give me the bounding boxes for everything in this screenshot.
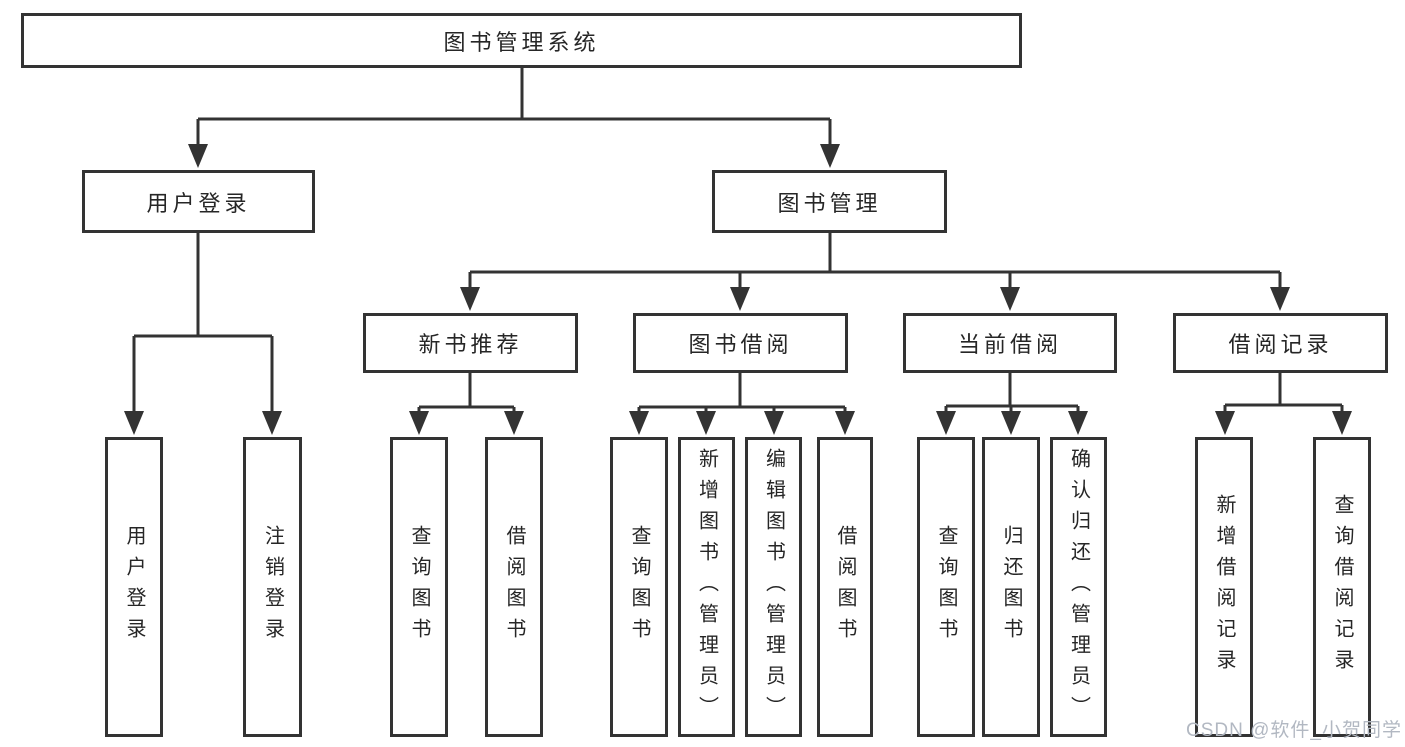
node-book-management-label: 图书管理 [777,190,882,216]
node-leaf-confirm-return-admin: 确认归还（管理员） [1050,437,1107,737]
node-leaf-borrow-books-label: 借阅图书 [834,525,856,649]
node-new-book-recommend: 新书推荐 [363,313,578,373]
node-leaf-borrow-books: 借阅图书 [817,437,873,737]
node-leaf-borrow-books-recommend-label: 借阅图书 [503,525,525,649]
node-borrowing-records: 借阅记录 [1173,313,1388,373]
node-leaf-query-books-borrow-label: 查询图书 [628,525,650,649]
node-leaf-return-book: 归还图书 [982,437,1040,737]
node-leaf-borrow-books-recommend: 借阅图书 [485,437,543,737]
node-leaf-add-borrow-record: 新增借阅记录 [1195,437,1253,737]
node-current-borrowing: 当前借阅 [903,313,1117,373]
node-leaf-confirm-return-admin-label: 确认归还（管理员） [1067,447,1090,727]
node-leaf-edit-book-admin-label: 编辑图书（管理员） [762,447,785,727]
node-leaf-user-login: 用户登录 [105,437,163,737]
node-leaf-query-borrow-record-label: 查询借阅记录 [1331,494,1353,680]
node-leaf-return-book-label: 归还图书 [1000,525,1022,649]
node-book-borrowing-label: 图书借阅 [688,332,793,357]
node-leaf-query-books-recommend: 查询图书 [390,437,448,737]
node-borrowing-records-label: 借阅记录 [1228,332,1333,357]
node-book-borrowing: 图书借阅 [633,313,848,373]
node-leaf-edit-book-admin: 编辑图书（管理员） [745,437,802,737]
node-leaf-add-book-admin: 新增图书（管理员） [678,437,735,737]
node-leaf-add-borrow-record-label: 新增借阅记录 [1213,494,1235,680]
node-current-borrowing-label: 当前借阅 [957,332,1062,357]
node-leaf-query-books-recommend-label: 查询图书 [408,525,430,649]
node-leaf-logout: 注销登录 [243,437,302,737]
node-user-login: 用户登录 [82,170,315,233]
csdn-watermark: CSDN @软件_小贺同学 [1186,720,1402,741]
node-leaf-query-books-borrow: 查询图书 [610,437,668,737]
node-leaf-logout-label: 注销登录 [261,525,284,649]
node-library-system: 图书管理系统 [21,13,1022,68]
node-user-login-label: 用户登录 [146,190,251,216]
node-leaf-query-books-current-label: 查询图书 [935,525,957,649]
node-leaf-query-books-current: 查询图书 [917,437,975,737]
node-leaf-user-login-label: 用户登录 [123,525,145,649]
node-library-system-label: 图书管理系统 [443,29,600,55]
node-book-management: 图书管理 [712,170,947,233]
node-leaf-add-book-admin-label: 新增图书（管理员） [695,447,718,727]
node-new-book-recommend-label: 新书推荐 [418,332,523,357]
node-leaf-query-borrow-record: 查询借阅记录 [1313,437,1371,737]
